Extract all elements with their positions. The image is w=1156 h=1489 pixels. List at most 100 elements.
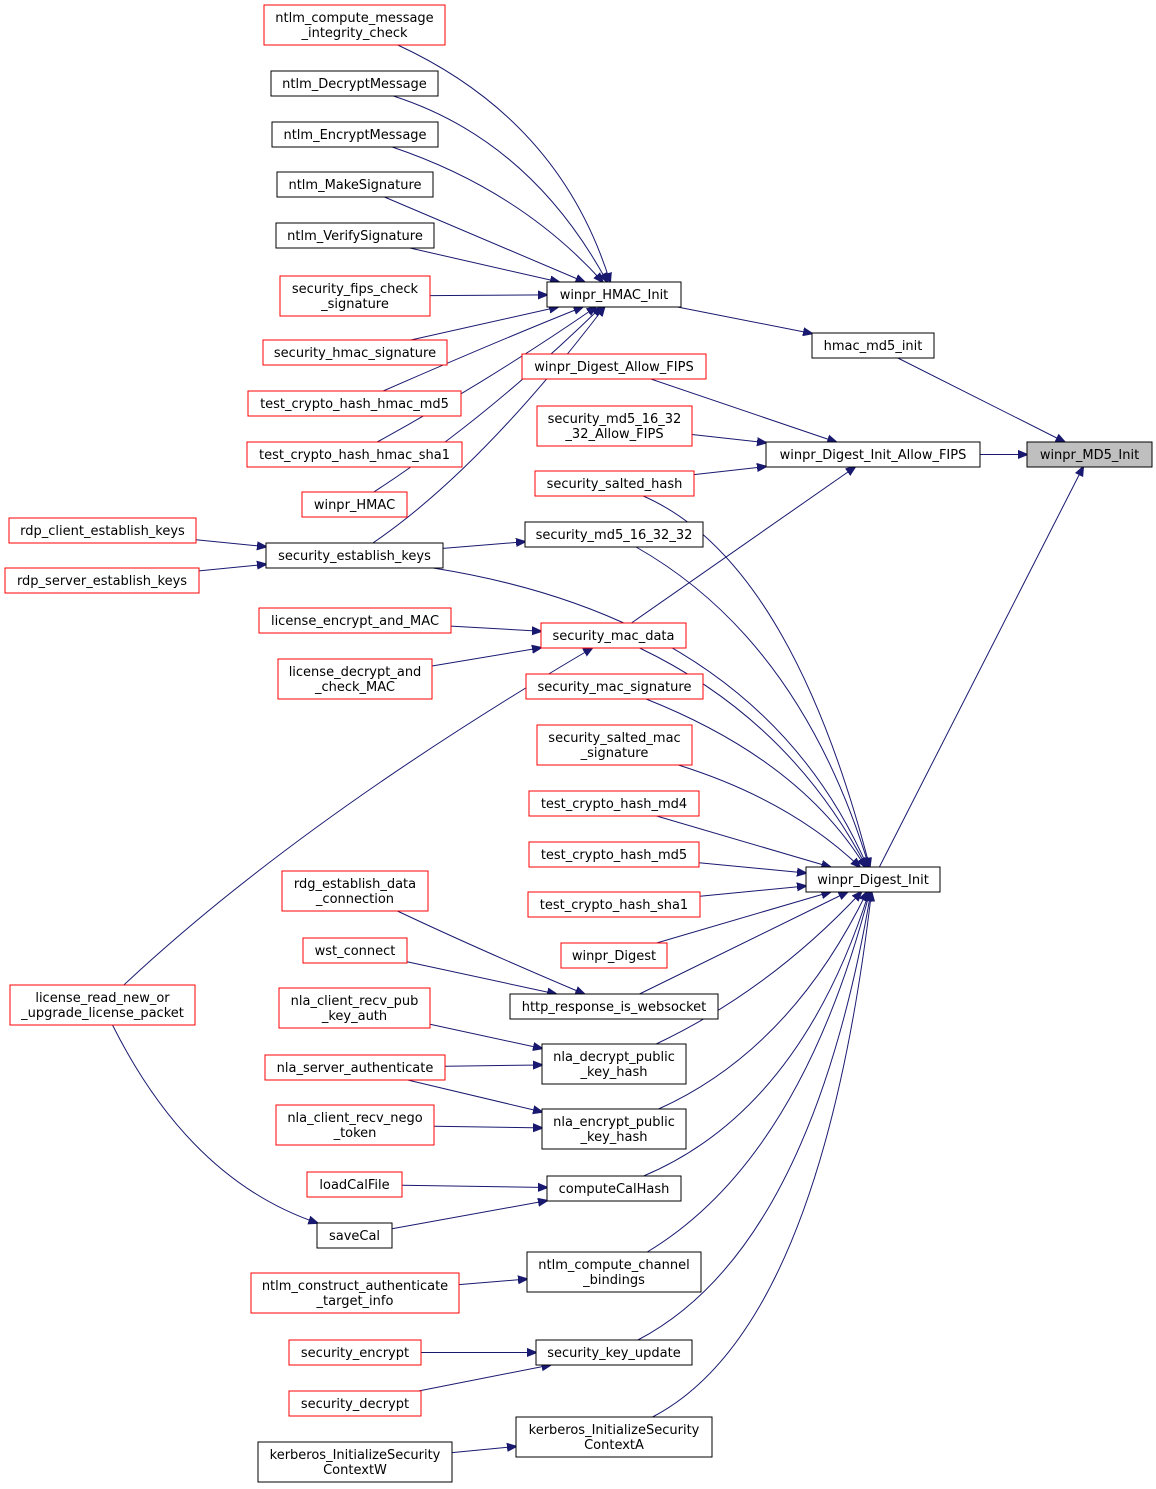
edge-ssh-to-digestfips	[693, 467, 766, 476]
node-label: rdp_client_establish_keys	[20, 524, 185, 539]
graph-node-smsig[interactable]: security_mac_signature	[525, 673, 704, 700]
graph-node-nccb[interactable]: ntlm_compute_channel_bindings	[526, 1251, 702, 1293]
edge-tmd4-to-digestinit	[656, 815, 831, 867]
edge-sekeys-to-digestinit	[433, 567, 867, 867]
node-label: winpr_MD5_Init	[1040, 448, 1139, 463]
graph-node-sdec[interactable]: security_decrypt	[288, 1390, 422, 1417]
graph-node-nsa[interactable]: nla_server_authenticate	[264, 1054, 446, 1081]
edge-sekeys-to-smd5	[442, 542, 525, 549]
graph-node-nepkh[interactable]: nla_encrypt_public_key_hash	[541, 1108, 687, 1150]
edge-smd5-to-digestinit	[635, 546, 869, 867]
graph-node-ncati[interactable]: ntlm_construct_authenticate_target_info	[250, 1272, 460, 1314]
graph-node-hmacinit[interactable]: winpr_HMAC_Init	[546, 281, 682, 308]
node-label: security_md5_16_32_32	[536, 528, 693, 543]
graph-node-md5init[interactable]: winpr_MD5_Init	[1026, 441, 1153, 468]
graph-node-smac[interactable]: security_mac_data	[540, 622, 687, 649]
node-box	[1026, 441, 1153, 468]
graph-node-nenc[interactable]: ntlm_EncryptMessage	[271, 121, 439, 148]
node-box	[525, 673, 704, 700]
node-label: test_crypto_hash_md5	[541, 848, 687, 863]
graph-node-ldmac[interactable]: license_decrypt_and_check_MAC	[277, 658, 433, 700]
graph-node-nmic[interactable]: ntlm_compute_message_integrity_check	[263, 4, 446, 46]
node-label: _connection	[315, 892, 394, 907]
graph-node-lcf[interactable]: loadCalFile	[306, 1171, 403, 1198]
graph-node-ndpkh[interactable]: nla_decrypt_public_key_hash	[541, 1043, 687, 1085]
node-box	[541, 1108, 687, 1150]
graph-node-tmd4[interactable]: test_crypto_hash_md4	[528, 790, 700, 817]
node-box	[301, 491, 408, 518]
graph-node-lemac[interactable]: license_encrypt_and_MAC	[258, 607, 452, 634]
graph-node-wstc[interactable]: wst_connect	[302, 937, 408, 964]
graph-node-digestfips[interactable]: winpr_Digest_Init_Allow_FIPS	[765, 441, 981, 468]
graph-node-hriw[interactable]: http_response_is_websocket	[509, 993, 719, 1020]
node-label: security_hmac_signature	[274, 346, 436, 361]
edge-ldmac-to-smac	[431, 648, 541, 667]
graph-node-ssh[interactable]: security_salted_hash	[534, 470, 695, 497]
graph-node-nver[interactable]: ntlm_VerifySignature	[275, 222, 435, 249]
graph-node-tmd5h[interactable]: test_crypto_hash_hmac_md5	[247, 390, 462, 417]
node-label: nla_client_recv_pub	[291, 994, 419, 1009]
graph-node-whmac[interactable]: winpr_HMAC	[301, 491, 408, 518]
node-label: kerberos_InitializeSecurity	[270, 1448, 441, 1463]
graph-node-scal[interactable]: saveCal	[316, 1222, 393, 1249]
graph-node-cch[interactable]: computeCalHash	[546, 1175, 682, 1202]
graph-node-sfips[interactable]: security_fips_check_signature	[279, 275, 431, 317]
node-box	[528, 790, 700, 817]
graph-node-senc[interactable]: security_encrypt	[288, 1339, 422, 1366]
node-box	[306, 1171, 403, 1198]
graph-node-wdaf[interactable]: winpr_Digest_Allow_FIPS	[521, 353, 707, 380]
graph-node-rdpc[interactable]: rdp_client_establish_keys	[8, 517, 197, 544]
node-box	[509, 993, 719, 1020]
graph-node-tsha1[interactable]: test_crypto_hash_sha1	[527, 891, 701, 918]
edge-ndpkh-to-digestinit	[655, 892, 861, 1045]
graph-node-lrnu[interactable]: license_read_new_or_upgrade_license_pack…	[9, 984, 196, 1026]
node-box	[265, 542, 444, 569]
node-label: security_md5_16_32	[548, 412, 682, 427]
graph-node-smd5[interactable]: security_md5_16_32_32	[524, 521, 704, 548]
graph-node-nmake[interactable]: ntlm_MakeSignature	[276, 171, 434, 198]
node-label: winpr_Digest_Init	[817, 873, 929, 888]
graph-node-sekeys[interactable]: security_establish_keys	[265, 542, 444, 569]
node-label: _check_MAC	[314, 680, 395, 695]
node-box	[262, 339, 448, 366]
node-box	[250, 1272, 460, 1314]
graph-node-sku[interactable]: security_key_update	[535, 1339, 693, 1366]
node-label: test_crypto_hash_sha1	[540, 898, 688, 913]
graph-node-ncrnt[interactable]: nla_client_recv_nego_token	[275, 1104, 435, 1146]
graph-node-ssms[interactable]: security_salted_mac_signature	[536, 724, 693, 766]
edge-wdig-to-digestinit	[656, 892, 831, 944]
graph-node-ndec[interactable]: ntlm_DecryptMessage	[270, 70, 439, 97]
node-label: _key_hash	[580, 1065, 648, 1080]
node-box	[279, 275, 431, 317]
node-label: nla_decrypt_public	[553, 1050, 675, 1065]
node-label: winpr_Digest	[572, 949, 656, 964]
edge-digestinit-to-md5init	[878, 467, 1083, 868]
node-box	[275, 222, 435, 249]
graph-node-hmacmd5[interactable]: hmac_md5_init	[811, 332, 935, 359]
graph-node-rdps[interactable]: rdp_server_establish_keys	[4, 567, 200, 594]
graph-node-shmac[interactable]: security_hmac_signature	[262, 339, 448, 366]
node-label: kerberos_InitializeSecurity	[529, 1423, 700, 1438]
graph-node-ncrpk[interactable]: nla_client_recv_pub_key_auth	[278, 987, 431, 1029]
node-label: ntlm_construct_authenticate	[262, 1279, 448, 1294]
node-box	[4, 567, 200, 594]
graph-node-rdgedc[interactable]: rdg_establish_data_connection	[281, 870, 429, 912]
edge-smd5f-to-digestfips	[691, 434, 766, 443]
graph-node-digestinit[interactable]: winpr_Digest_Init	[805, 866, 941, 893]
graph-node-tsha1h[interactable]: test_crypto_hash_hmac_sha1	[246, 441, 463, 468]
edge-sdec-to-sku	[418, 1365, 550, 1392]
edge-nsa-to-ndpkh	[444, 1065, 542, 1066]
node-label: security_mac_signature	[538, 680, 692, 695]
graph-node-tmd5[interactable]: test_crypto_hash_md5	[528, 841, 700, 868]
graph-node-wdig[interactable]: winpr_Digest	[560, 942, 668, 969]
graph-node-smd5f[interactable]: security_md5_16_32_32_Allow_FIPS	[536, 405, 693, 447]
node-box	[288, 1339, 422, 1366]
node-label: _32_Allow_FIPS	[564, 427, 663, 442]
node-label: license_decrypt_and	[289, 665, 422, 680]
node-box	[528, 841, 700, 868]
node-label: _integrity_check	[300, 26, 407, 41]
node-label: winpr_Digest_Init_Allow_FIPS	[780, 448, 967, 463]
node-box	[546, 1175, 682, 1202]
